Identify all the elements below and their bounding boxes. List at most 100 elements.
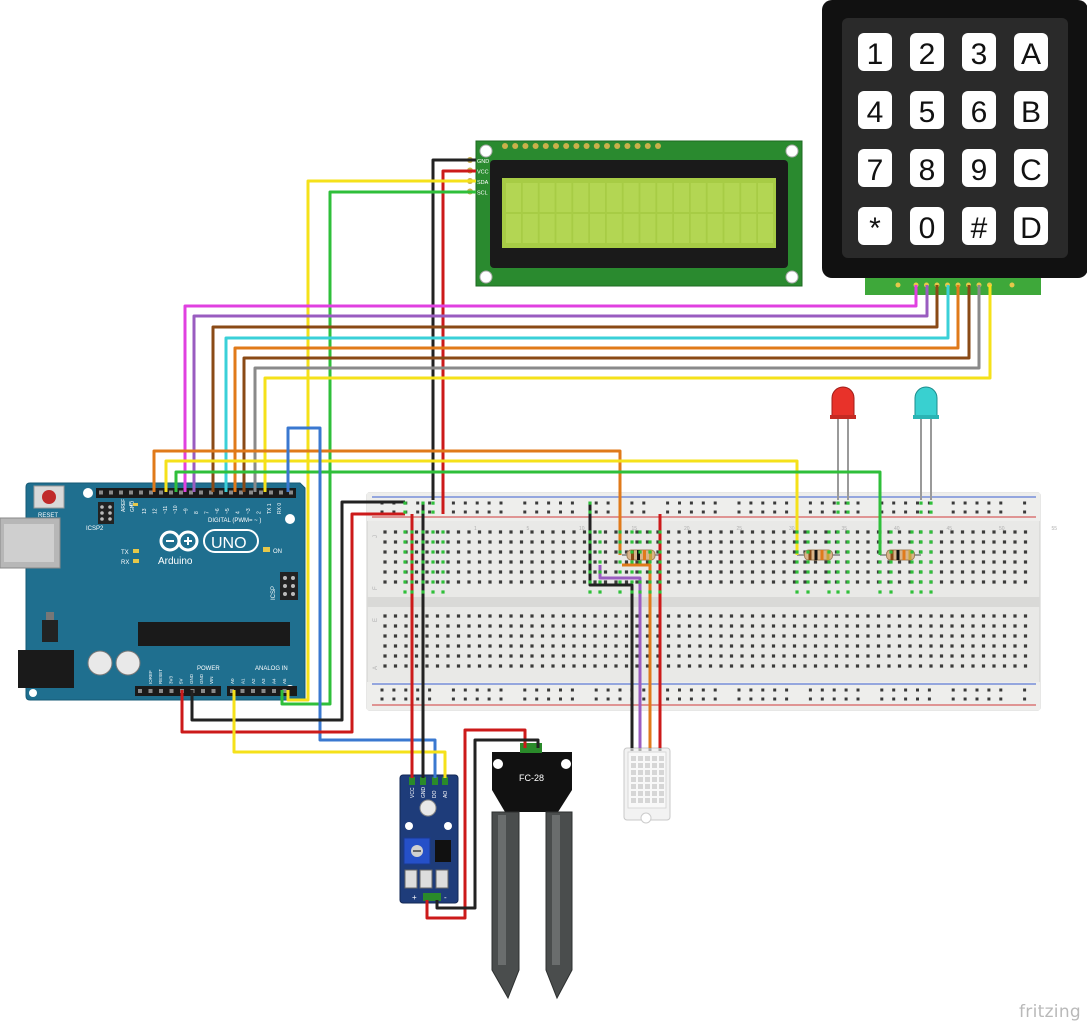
connected-hole [889,570,893,574]
breadboard-hole [614,614,618,618]
rail-hole [463,697,467,701]
power-pin-label: RESET [158,669,163,684]
breadboard-hole [635,614,639,618]
breadboard-hole [740,550,744,554]
breadboard-hole [635,530,639,534]
rail-hole [785,697,789,701]
breadboard-hole [624,644,629,648]
capacitor [87,650,113,676]
rail-hole [761,697,765,701]
vent-slot [659,770,664,775]
power-pin-label: 5V [179,678,184,684]
rail-hole [1023,510,1027,514]
connected-hole [421,580,425,584]
breadboard-hole [572,560,576,564]
breadboard-hole [666,624,671,628]
breadboard-hole [383,580,387,584]
column-number: 55 [1052,526,1058,532]
analog-pin-label: A0 [230,678,235,684]
breadboard-hole [477,634,482,638]
rail-hole [499,501,503,505]
breadboard-hole [939,580,944,584]
breadboard-hole [603,540,608,544]
breadboard-hole [656,634,660,638]
breadboard-hole [845,634,849,638]
breadboard-hole [813,664,818,668]
breadboard-hole [803,530,807,534]
connected-hole [421,530,425,534]
breadboard-hole [708,540,713,544]
breadboard-hole [582,560,587,564]
breadboard-hole [498,634,503,638]
resistor-band [908,550,912,560]
breadboard-hole [614,550,618,554]
vent-slot [638,784,643,789]
breadboard-hole [813,540,818,544]
digital-pin-label: ~3 [246,508,252,514]
breadboard-hole [383,634,387,638]
breadboard-hole [960,550,965,554]
lcd-i2c-label: GND [477,159,489,165]
breadboard-hole [1002,624,1007,628]
breadboard-hole [551,644,555,648]
breadboard-hole [698,624,702,628]
breadboard-hole [992,540,996,544]
lcd-char-cell [590,183,605,212]
breadboard-hole [855,644,860,648]
header-pin [169,689,174,693]
breadboard-hole [929,614,933,618]
breadboard-hole [414,654,419,658]
rail-hole [666,510,670,514]
breadboard-hole [614,580,618,584]
breadboard-hole [1023,560,1028,564]
breadboard-hole [813,560,818,564]
rail-hole [1023,697,1027,701]
breadboard-hole [950,570,954,574]
lcd-pin [553,143,559,149]
breadboard-hole [593,654,597,658]
breadboard-hole [971,570,975,574]
connected-hole [638,540,642,544]
keypad-key [1014,91,1048,129]
connected-rail [929,510,933,514]
connected-hole [836,550,840,554]
breadboard-hole [551,654,555,658]
connected-rail [431,510,435,514]
digital-pin-label: 4 [236,511,242,514]
breadboard-hole [750,580,755,584]
breadboard-hole [834,664,839,668]
breadboard-hole [530,624,534,628]
breadboard-hole [971,634,975,638]
lcd-char-cell [539,183,555,212]
breadboard-hole [393,614,398,618]
on-label: ON [273,549,282,555]
breadboard-hole [1013,570,1017,574]
connected-hole [929,590,933,594]
vent-slot [645,791,650,796]
breadboard-hole [918,614,923,618]
breadboard-hole [456,580,461,584]
rail-hole [701,510,705,514]
connected-hole [836,580,840,584]
breadboard-hole [488,560,492,564]
lcd-pin-header [502,143,661,149]
rail-hole [547,697,551,701]
breadboard-hole [897,580,902,584]
connected-rail [588,510,592,514]
rail-hole [951,501,955,505]
breadboard-hole [687,664,692,668]
breadboard-hole [645,634,650,638]
breadboard-hole [519,644,524,648]
breadboard-hole [803,570,807,574]
breadboard-hole [425,614,429,618]
header-pin [289,490,293,495]
breadboard-hole [456,560,461,564]
breadboard-hole [981,580,986,584]
breadboard-hole [813,570,818,574]
rail-hole [987,688,991,692]
rail-hole [820,510,824,514]
breadboard-hole [498,614,503,618]
breadboard-hole [698,644,702,648]
breadboard-hole [519,580,524,584]
breadboard-hole [614,530,618,534]
